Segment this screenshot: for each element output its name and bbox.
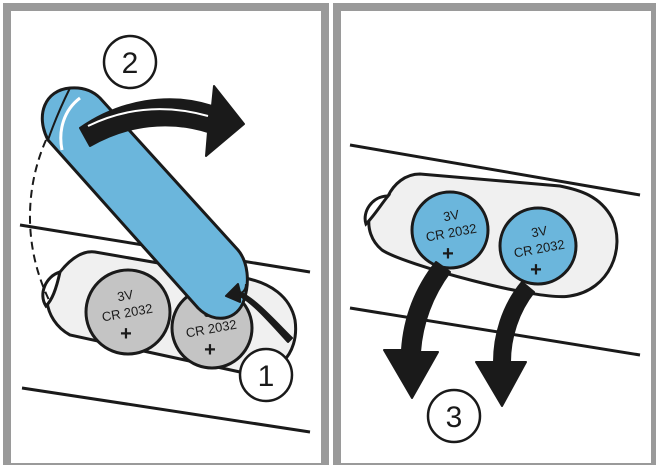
battery-plus-sign: + xyxy=(120,323,132,345)
remote-edge-line xyxy=(349,306,641,357)
battery-holder-side xyxy=(363,194,392,227)
battery-plus-sign: + xyxy=(530,259,542,281)
step-3-number: 3 xyxy=(446,401,463,434)
swing-arc-dashed xyxy=(29,139,51,303)
left-panel: 3V CR 2032 + 3V CR 2032 + 2 xyxy=(3,3,329,465)
step-3-circle xyxy=(426,388,482,444)
battery-plus-sign: + xyxy=(442,243,454,265)
step-2-marker: 2 xyxy=(102,34,158,90)
remove-arrow-icon xyxy=(475,281,535,407)
remote-edge-line xyxy=(349,143,641,197)
battery-voltage-label: 3V xyxy=(530,223,549,241)
step-2-circle xyxy=(102,34,158,90)
battery-cell-disc xyxy=(498,206,578,286)
battery-cover xyxy=(40,86,249,320)
battery-cell-disc xyxy=(84,268,172,356)
battery-cell-disc xyxy=(410,190,490,270)
remote-edge-line xyxy=(21,386,311,434)
battery-plus-sign: + xyxy=(204,339,216,361)
battery-cover-highlight xyxy=(59,96,81,151)
step-1-marker: 1 xyxy=(238,347,294,403)
battery-cell: 3V CR 2032 + xyxy=(410,190,490,270)
battery-cell: 3V CR 2032 + xyxy=(84,268,172,356)
step-1-circle xyxy=(238,347,294,403)
step-2-number: 2 xyxy=(122,47,139,80)
battery-voltage-label: 3V xyxy=(116,287,135,305)
battery-cell: 3V CR 2032 + xyxy=(498,206,578,286)
lift-arrow-icon xyxy=(79,85,245,157)
right-panel: 3V CR 2032 + 3V CR 2032 + 3 xyxy=(333,3,656,465)
remove-arrow-icon xyxy=(383,261,451,399)
battery-voltage-label: 3V xyxy=(442,207,461,225)
battery-cover-edge xyxy=(47,87,71,141)
lift-arrow-inner xyxy=(87,108,209,127)
release-arrow-icon xyxy=(225,283,293,343)
step-3-marker: 3 xyxy=(426,388,482,444)
step-1-number: 1 xyxy=(258,360,275,393)
